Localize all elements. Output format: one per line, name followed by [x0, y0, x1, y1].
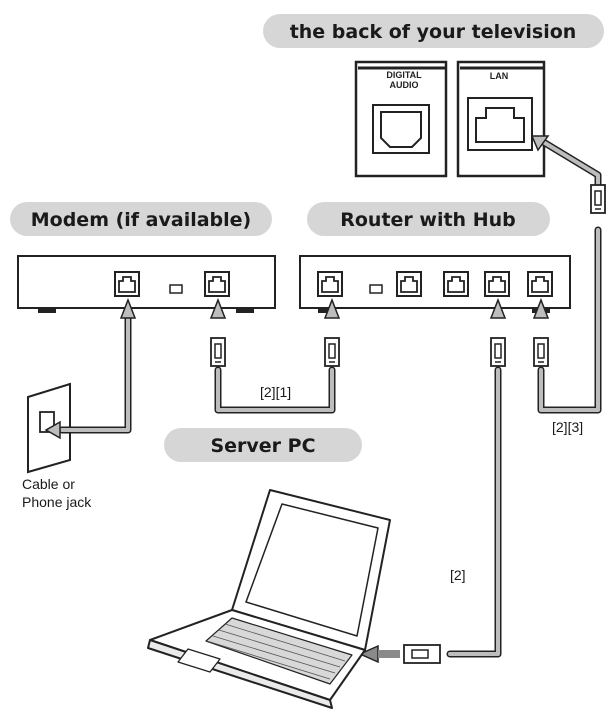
router-port-icon-3 [443, 271, 469, 297]
router-port-icon-2 [396, 271, 422, 297]
tv-back-panel: DIGITAL AUDIO LAN [354, 60, 546, 178]
modem-indicator [169, 284, 183, 294]
server-pc-pill [164, 428, 362, 462]
modem-label: Modem (if available) [31, 209, 252, 231]
lan-label: LAN [490, 71, 509, 81]
router-port-icon-5 [527, 271, 553, 297]
arrow-left-icon [44, 420, 61, 440]
tv-lan-port-icon [467, 97, 533, 151]
modem-device [17, 255, 276, 313]
modem-pill [10, 202, 272, 236]
router-port-icon-4 [484, 271, 510, 297]
plug-icon [403, 644, 441, 664]
arrow-up-icon [119, 297, 137, 319]
router-pill [307, 202, 550, 236]
plug-icon [490, 337, 506, 367]
cable-label-router-pc: [2] [450, 567, 466, 583]
cable-label-modem-router: [2][1] [260, 384, 291, 400]
jack-label-line1: Cable or [22, 476, 75, 492]
jack-label-line2: Phone jack [22, 494, 92, 510]
arrow-up-icon [323, 297, 341, 319]
tv-back-pill [263, 14, 604, 48]
router-label: Router with Hub [340, 209, 515, 231]
arrow-up-icon [209, 297, 227, 319]
plug-icon [210, 337, 226, 367]
arrow-up-icon [532, 297, 550, 319]
plug-icon [590, 184, 606, 214]
modem-port-icon-1 [114, 271, 140, 297]
router-device [299, 255, 571, 313]
digital-audio-label-2: AUDIO [390, 80, 419, 90]
plug-icon [324, 337, 340, 367]
server-pc-label: Server PC [210, 435, 315, 457]
modem-port-icon-2 [204, 271, 230, 297]
router-port-icon-1 [317, 271, 343, 297]
plug-icon [533, 337, 549, 367]
arrow-up-icon [489, 297, 507, 319]
tv-back-label: the back of your television [290, 21, 577, 43]
arrows [44, 135, 550, 664]
router-indicator [369, 284, 383, 294]
arrow-icon [530, 135, 550, 152]
digital-audio-label-1: DIGITAL [386, 70, 422, 80]
laptop-icon [147, 489, 391, 709]
optical-port-icon [372, 104, 430, 154]
cable-label-router-tv: [2][3] [552, 419, 583, 435]
